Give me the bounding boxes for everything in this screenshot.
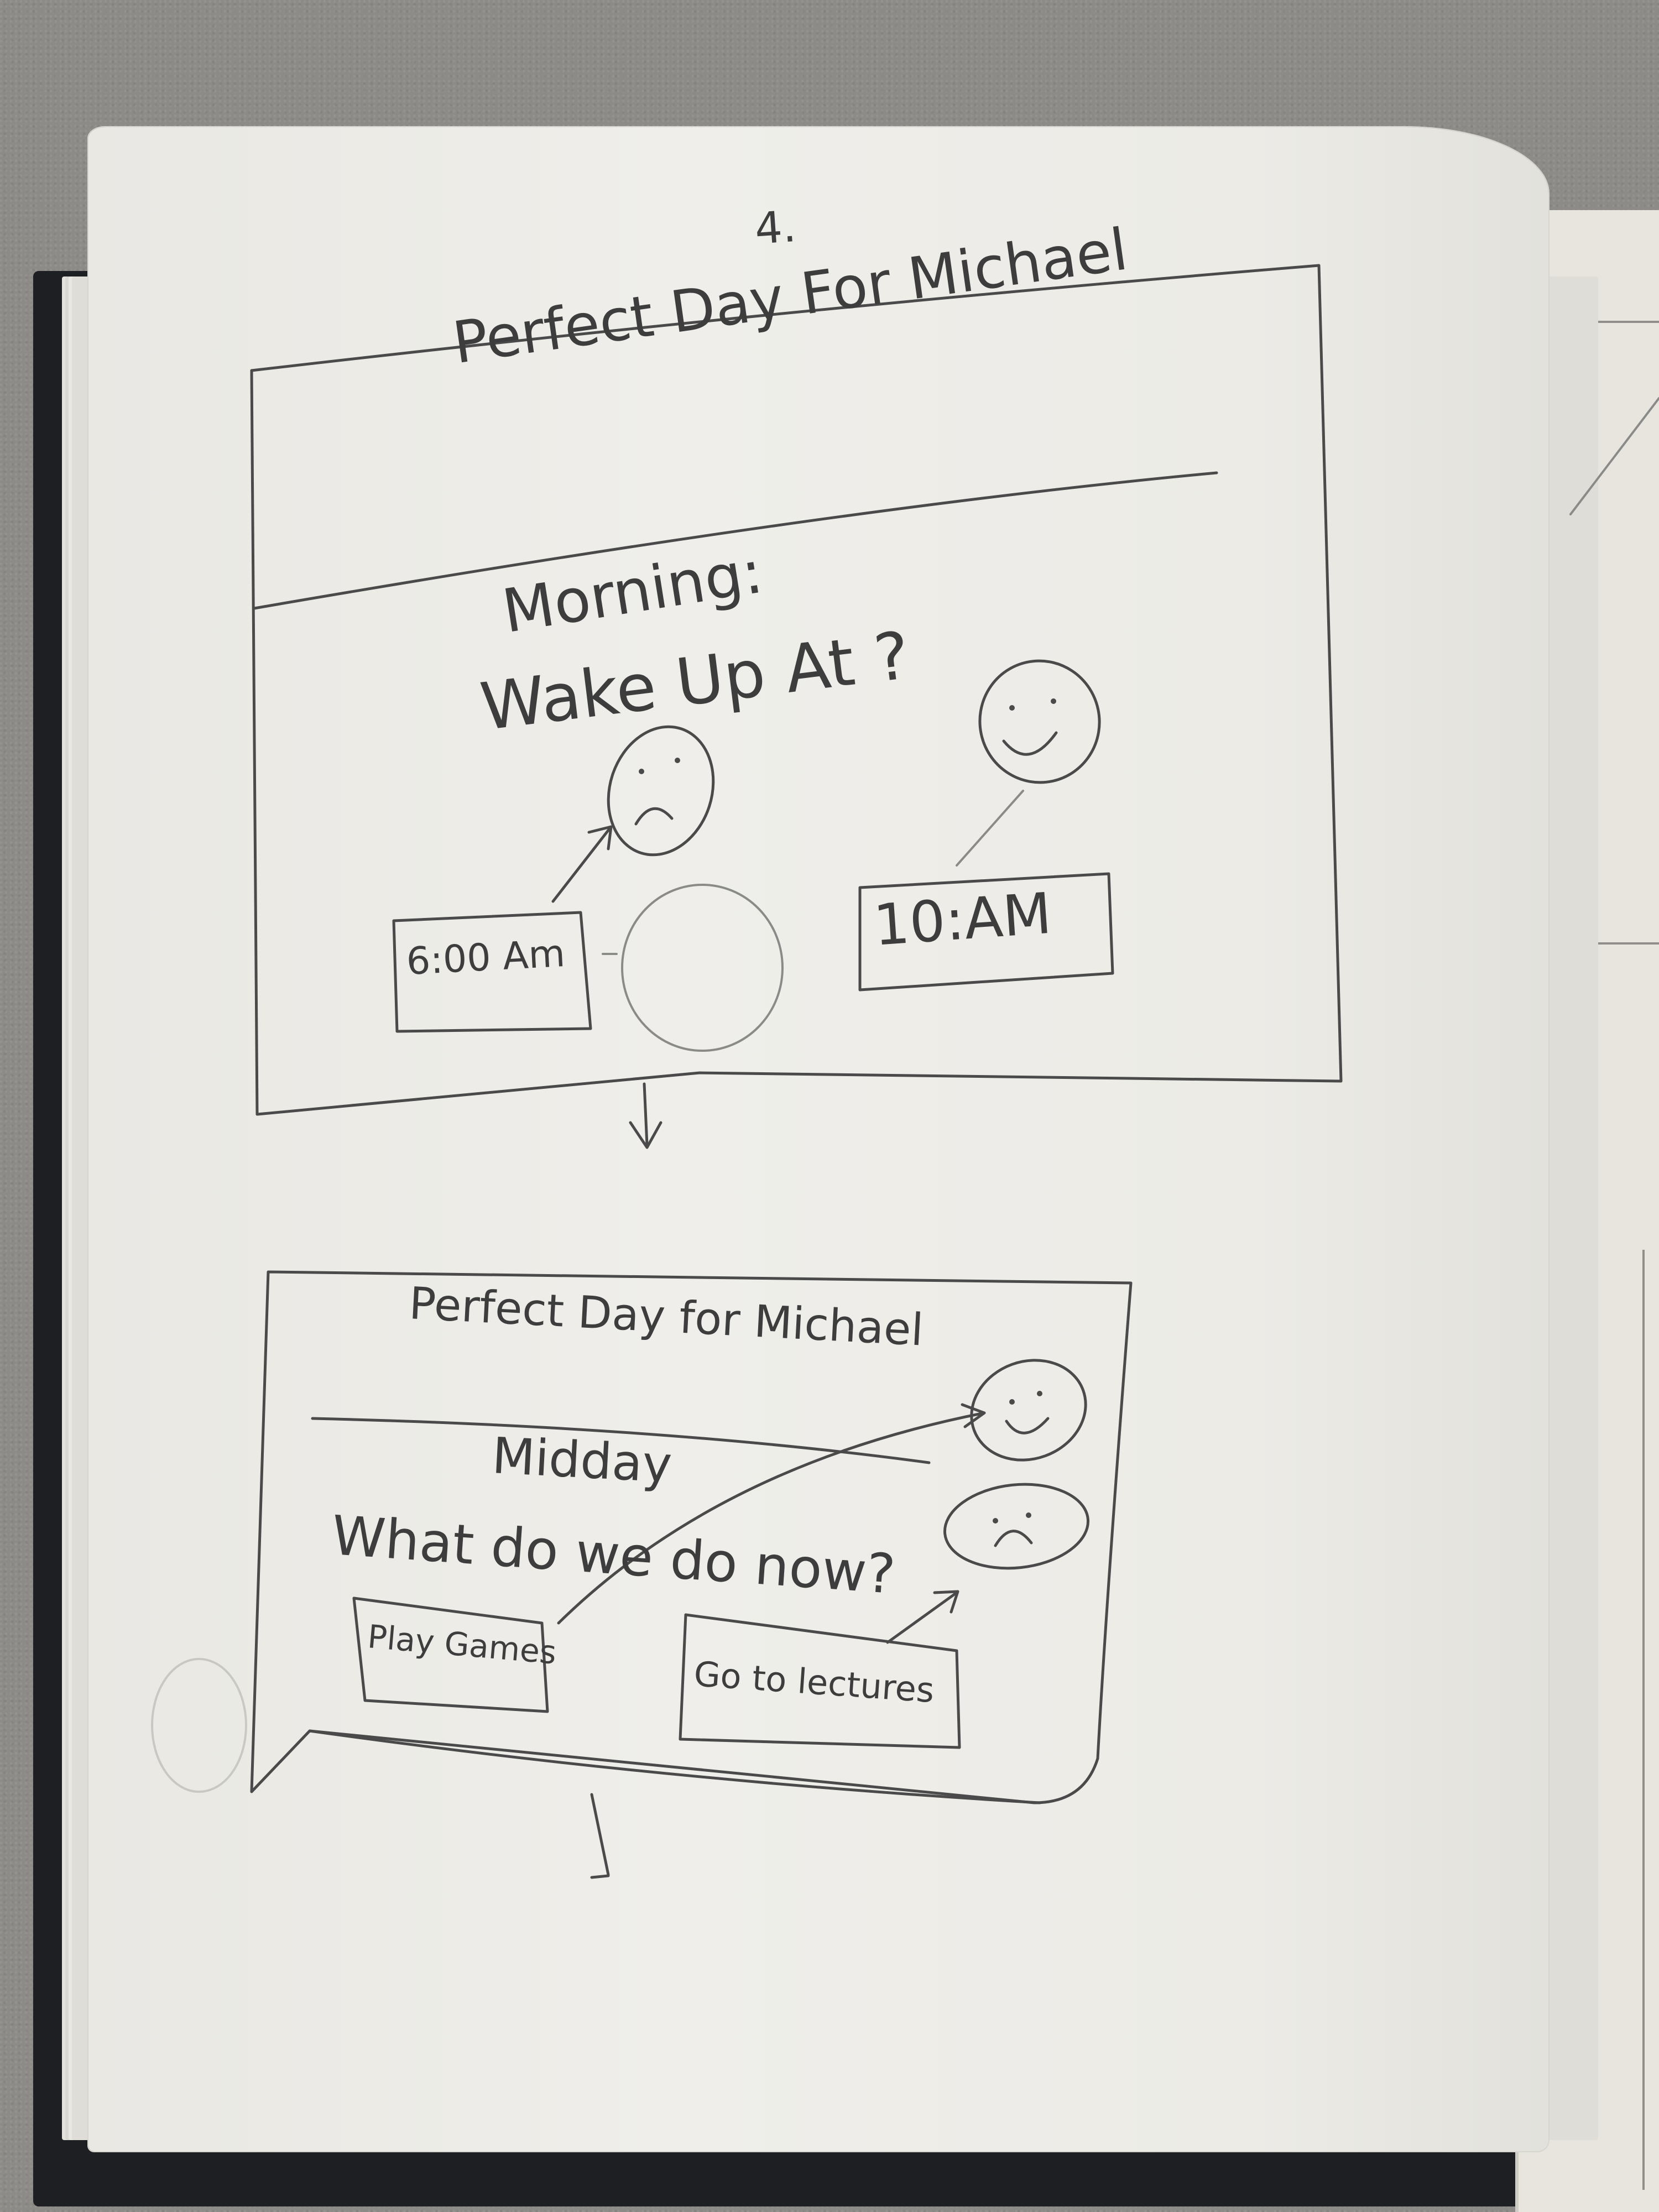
happy-face-icon-games [970, 1359, 1087, 1462]
arrow-late-to-happy [956, 790, 1024, 867]
arrow-games-to-happy [557, 1403, 986, 1625]
frame2-border[interactable] [250, 1270, 1133, 1804]
option-box-late[interactable] [858, 872, 1114, 992]
smudge-mark [151, 1658, 247, 1793]
sad-face-icon [607, 725, 715, 857]
right-page-line [1569, 397, 1659, 515]
option-box-early[interactable] [392, 911, 592, 1033]
option-box-games[interactable] [352, 1597, 549, 1713]
sad-face-icon-lectures [943, 1483, 1090, 1570]
option-late-label[interactable]: 10:AM [871, 880, 1054, 959]
frame2-section-label: Midday [491, 1427, 674, 1494]
notebook-page [88, 127, 1548, 2151]
arrow-lectures-to-sad [886, 1590, 959, 1644]
option-early-label[interactable]: 6:00 Am [405, 932, 566, 984]
erased-circle [621, 884, 784, 1052]
flow-arrow-down-2 [590, 1793, 610, 1879]
flow-arrow-down-1 [629, 1082, 662, 1149]
happy-face-icon [978, 659, 1101, 784]
right-page-sketch-lower [1642, 1250, 1659, 2190]
arrow-early-to-sad [551, 825, 613, 903]
frame2-title-divider [311, 1417, 931, 1464]
frame1-border[interactable] [250, 264, 1343, 1116]
frame1-title-divider [253, 471, 1218, 610]
option-box-lectures[interactable] [679, 1613, 961, 1749]
frame2-bottom-line [308, 1729, 1041, 1804]
page-number: 4. [753, 201, 798, 254]
